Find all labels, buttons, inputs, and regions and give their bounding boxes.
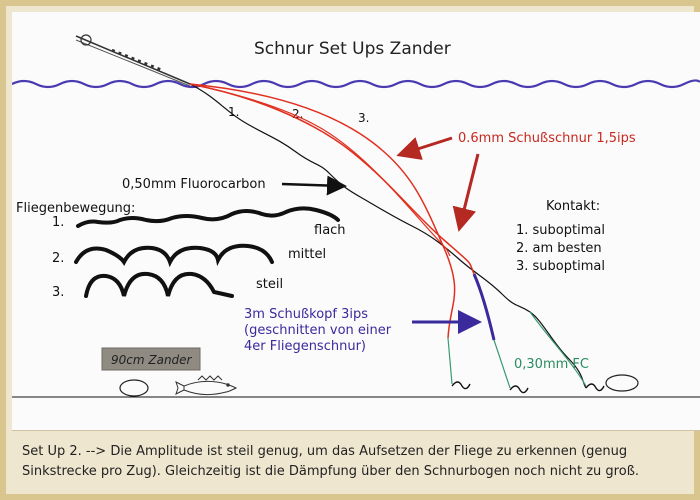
fly-motion-label-flach: flach xyxy=(314,223,346,238)
stone-right xyxy=(605,374,639,392)
contact-item-1: 1. suboptimal xyxy=(516,223,605,238)
contact-title: Kontakt: xyxy=(546,199,600,214)
setup-number-1: 1. xyxy=(228,105,239,119)
line-setup-1-red xyxy=(189,83,451,257)
line-fluorocarbon xyxy=(189,83,587,389)
arrow-schusschnur-2 xyxy=(452,153,480,232)
water-surface xyxy=(12,79,700,89)
label-schusskopf-1: 3m Schußkopf 3ips xyxy=(244,307,368,322)
zander-tag-label: 90cm Zander xyxy=(111,353,193,367)
label-schusskopf-3: 4er Fliegenschnur) xyxy=(244,339,366,354)
fly-motion-title: Fliegenbewegung: xyxy=(16,201,135,216)
label-tippet: 0,30mm FC xyxy=(514,357,589,372)
zander-tag xyxy=(101,347,201,371)
stone-left xyxy=(119,379,149,397)
fly-motion-num-2: 2. xyxy=(52,251,64,266)
fly-motion-num-3: 3. xyxy=(52,285,64,300)
sketch-area: Schnur Set Ups Zander 1. 2. 3. xyxy=(12,12,700,431)
label-schusskopf-2: (geschnitten von einer xyxy=(244,323,392,338)
label-fluorocarbon: 0,50mm Fluorocarbon xyxy=(122,177,266,192)
caption-text: Set Up 2. --> Die Amplitude ist steil ge… xyxy=(22,444,640,479)
fly-rod-icon xyxy=(75,34,191,87)
arrow-schusschnur-1 xyxy=(396,136,453,160)
leader-left xyxy=(447,337,453,385)
contact-item-2: 2. am besten xyxy=(516,241,602,256)
contact-item-3: 3. suboptimal xyxy=(516,259,605,274)
arrow-fluorocarbon xyxy=(281,175,347,196)
fly-icon xyxy=(451,381,605,394)
label-schusschnur: 0.6mm Schußschnur 1,5ips xyxy=(458,131,636,146)
diagram-title: Schnur Set Ups Zander xyxy=(254,39,451,59)
diagram-svg: Schnur Set Ups Zander 1. 2. 3. xyxy=(12,34,700,398)
line-setup-2-shooting-head xyxy=(472,273,496,341)
zander-fish-icon xyxy=(175,375,238,396)
fly-motion-label-steil: steil xyxy=(256,277,283,292)
line-setup-3-red xyxy=(189,83,456,339)
fly-motion-num-1: 1. xyxy=(52,215,64,230)
leader-middle xyxy=(493,339,511,389)
fly-motion-wave-steil xyxy=(84,271,234,298)
fly-motion-label-mittel: mittel xyxy=(288,247,326,262)
fly-motion-wave-flach xyxy=(76,206,340,228)
fly-motion-wave-mittel xyxy=(74,243,274,268)
leader-right xyxy=(529,311,587,387)
setup-number-3: 3. xyxy=(358,111,369,125)
setup-number-2: 2. xyxy=(292,107,303,121)
